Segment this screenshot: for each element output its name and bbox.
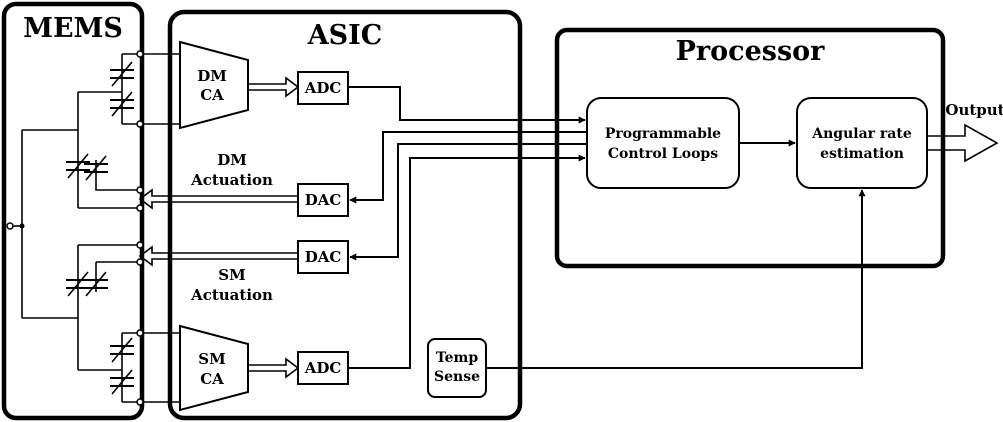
- processor-box: [554, 27, 946, 269]
- ca-to-adc-arrow-bottom: [247, 357, 300, 379]
- adc-top-block: ADC: [297, 71, 349, 105]
- sense-capacitor-sm: [110, 337, 134, 395]
- temp-to-estimation-arrow: [486, 189, 866, 369]
- sm-ca-block: SM CA: [179, 324, 249, 412]
- actuation-capacitor-dm: [66, 153, 108, 181]
- control-loops-label-2: Control Loops: [608, 146, 718, 162]
- asic-section: ASIC DM CA SM CA ADC: [138, 9, 523, 421]
- adc-top-label: ADC: [304, 79, 342, 97]
- dac-top-block: DAC: [297, 183, 349, 217]
- dm-actuation-label-1: DM: [217, 151, 247, 169]
- adc-bottom-label: ADC: [304, 359, 342, 377]
- control-to-dac-top-arrow: [349, 131, 587, 204]
- adc-top-to-control-arrow: [348, 86, 586, 124]
- adc-bottom-to-control-arrow: [348, 154, 586, 369]
- rate-estimation-label-1: Angular rate: [811, 126, 912, 142]
- dac-to-mems-arrow-bottom: [138, 245, 299, 267]
- dm-ca-label-1: DM: [197, 67, 227, 85]
- mems-terminals: [136, 50, 144, 406]
- processor-section: Processor Programmable Control Loops Ang…: [554, 27, 946, 269]
- output-arrow: [926, 123, 999, 163]
- control-loops-label-1: Programmable: [605, 126, 721, 142]
- actuation-capacitor-sm: [66, 271, 108, 297]
- mems-section: MEMS: [1, 1, 145, 421]
- dm-actuation-label-2: Actuation: [190, 171, 273, 189]
- temp-sense-block: Temp Sense: [427, 338, 487, 398]
- signal-routing: Output: [348, 86, 1003, 369]
- asic-box: [167, 9, 523, 421]
- adc-bottom-block: ADC: [297, 351, 349, 385]
- ca-to-adc-arrow-top: [247, 76, 300, 98]
- dac-bottom-label: DAC: [305, 248, 342, 266]
- output-label: Output: [945, 101, 1003, 119]
- rate-estimation-label-2: estimation: [820, 146, 904, 162]
- sm-actuation-label-1: SM: [218, 266, 245, 284]
- temp-sense-label-1: Temp: [436, 350, 479, 366]
- temp-sense-label-2: Sense: [434, 369, 480, 385]
- dm-ca-label-2: CA: [200, 86, 224, 104]
- control-loops-block: Programmable Control Loops: [586, 97, 740, 189]
- dac-to-mems-arrow-top: [138, 188, 299, 210]
- dac-bottom-block: DAC: [297, 240, 349, 274]
- control-to-dac-bottom-arrow: [349, 143, 587, 261]
- mems-title: MEMS: [23, 13, 123, 44]
- sm-ca-label-2: CA: [200, 370, 224, 388]
- mems-wiring: [6, 53, 140, 403]
- sm-actuation-label-2: Actuation: [190, 286, 273, 304]
- dm-ca-block: DM CA: [179, 40, 249, 130]
- processor-title: Processor: [676, 36, 826, 67]
- rate-estimation-block: Angular rate estimation: [796, 97, 928, 189]
- sm-ca-label-1: SM: [198, 350, 225, 368]
- asic-title: ASIC: [307, 20, 383, 51]
- sense-capacitor-dm: [110, 61, 134, 117]
- dac-top-label: DAC: [305, 191, 342, 209]
